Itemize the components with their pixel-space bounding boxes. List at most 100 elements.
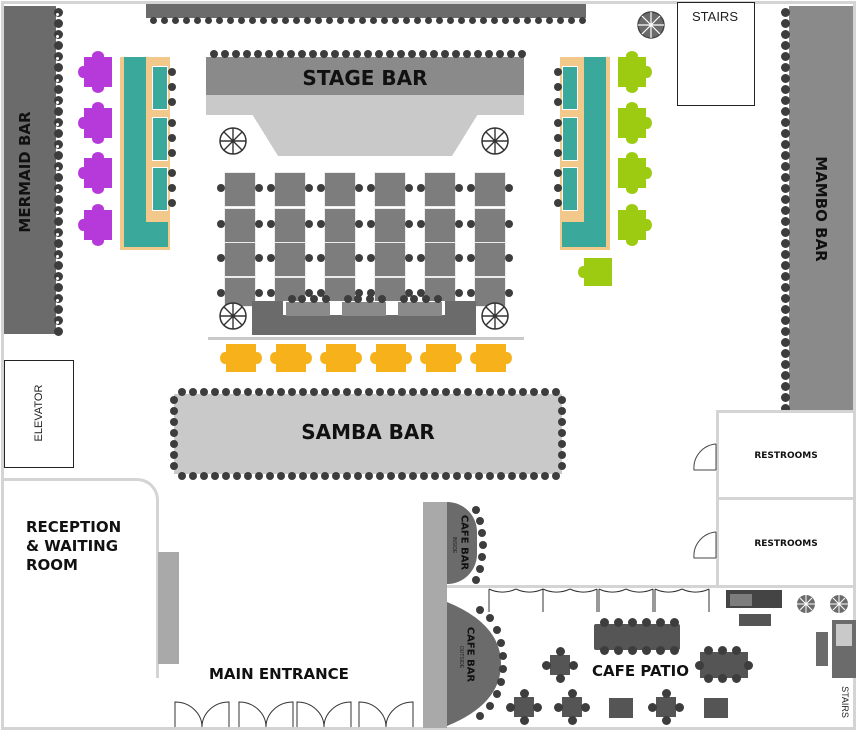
chair <box>359 17 366 24</box>
chair <box>354 295 362 303</box>
purple-chair <box>92 134 104 144</box>
elevator-label: ELEVATOR <box>33 384 45 442</box>
chair <box>552 388 560 396</box>
chair <box>54 239 63 248</box>
chair <box>520 689 529 698</box>
chair <box>781 294 790 303</box>
chair <box>54 283 63 292</box>
chair <box>54 195 63 204</box>
chair <box>422 295 430 303</box>
chair <box>238 17 245 24</box>
chair <box>486 614 494 622</box>
chair <box>54 41 63 50</box>
chair <box>781 8 790 17</box>
reception-label: RECEPTION & WAITING ROOM <box>26 518 122 574</box>
chair <box>472 576 480 584</box>
chair <box>781 305 790 314</box>
chair <box>255 472 263 480</box>
chair <box>271 17 278 24</box>
table <box>324 208 356 243</box>
chair <box>172 17 179 24</box>
orange-chair <box>252 352 262 364</box>
chair <box>704 674 713 683</box>
chair <box>718 674 727 683</box>
chair <box>642 618 651 627</box>
chair <box>54 184 63 193</box>
chair <box>781 41 790 50</box>
mermaid-bar <box>4 6 56 334</box>
chair <box>266 388 274 396</box>
chair <box>267 254 275 262</box>
chair <box>556 674 565 683</box>
chair <box>378 295 386 303</box>
samba-bar <box>174 394 562 474</box>
chair <box>403 17 410 24</box>
chair <box>304 17 311 24</box>
chair <box>170 418 178 426</box>
orange-table <box>276 344 306 372</box>
chair <box>409 472 417 480</box>
chair <box>442 472 450 480</box>
chair <box>398 472 406 480</box>
chair <box>168 119 176 127</box>
booth-table <box>152 167 168 211</box>
chair <box>455 220 463 228</box>
chair <box>54 228 63 237</box>
chair <box>781 228 790 237</box>
chair <box>781 162 790 171</box>
purple-chair <box>78 66 88 78</box>
chair <box>243 50 251 58</box>
stool-dot <box>56 79 59 82</box>
left-booth-teal-bottom <box>124 222 168 247</box>
booth-table <box>562 117 578 161</box>
chair <box>453 472 461 480</box>
lime-chair <box>626 152 638 162</box>
chair <box>168 98 176 106</box>
chair <box>200 388 208 396</box>
chair <box>54 129 63 138</box>
chair <box>353 50 361 58</box>
chair <box>434 295 442 303</box>
stool-dot <box>56 13 59 16</box>
chair <box>506 703 515 712</box>
chair <box>54 217 63 226</box>
chair <box>222 472 230 480</box>
chair <box>670 618 679 627</box>
chair <box>170 407 178 415</box>
lime-chair <box>642 219 652 231</box>
chair <box>54 85 63 94</box>
chair <box>441 50 449 58</box>
chair <box>233 472 241 480</box>
chair <box>781 30 790 39</box>
table <box>374 242 406 277</box>
table <box>474 242 506 277</box>
table <box>474 208 506 243</box>
chair <box>355 289 363 297</box>
chair <box>476 712 484 720</box>
orange-chair <box>302 352 312 364</box>
stool-dot <box>56 277 59 280</box>
chair <box>535 17 542 24</box>
chair <box>475 472 483 480</box>
chair <box>480 17 487 24</box>
chair <box>217 289 225 297</box>
table <box>224 208 256 243</box>
table <box>224 242 256 277</box>
chair <box>781 195 790 204</box>
riser-table-2 <box>342 302 386 316</box>
main-entrance-label: MAIN ENTRANCE <box>209 665 349 683</box>
chair <box>267 220 275 228</box>
chair <box>317 184 325 192</box>
chair <box>499 665 507 673</box>
chair <box>386 50 394 58</box>
booth-table <box>562 66 578 110</box>
chair <box>781 118 790 127</box>
chair <box>732 646 741 655</box>
chair <box>600 646 609 655</box>
chair <box>367 220 375 228</box>
chair <box>189 472 197 480</box>
stool-dot <box>56 123 59 126</box>
purple-table <box>84 158 112 188</box>
chair <box>298 295 306 303</box>
chair <box>310 388 318 396</box>
